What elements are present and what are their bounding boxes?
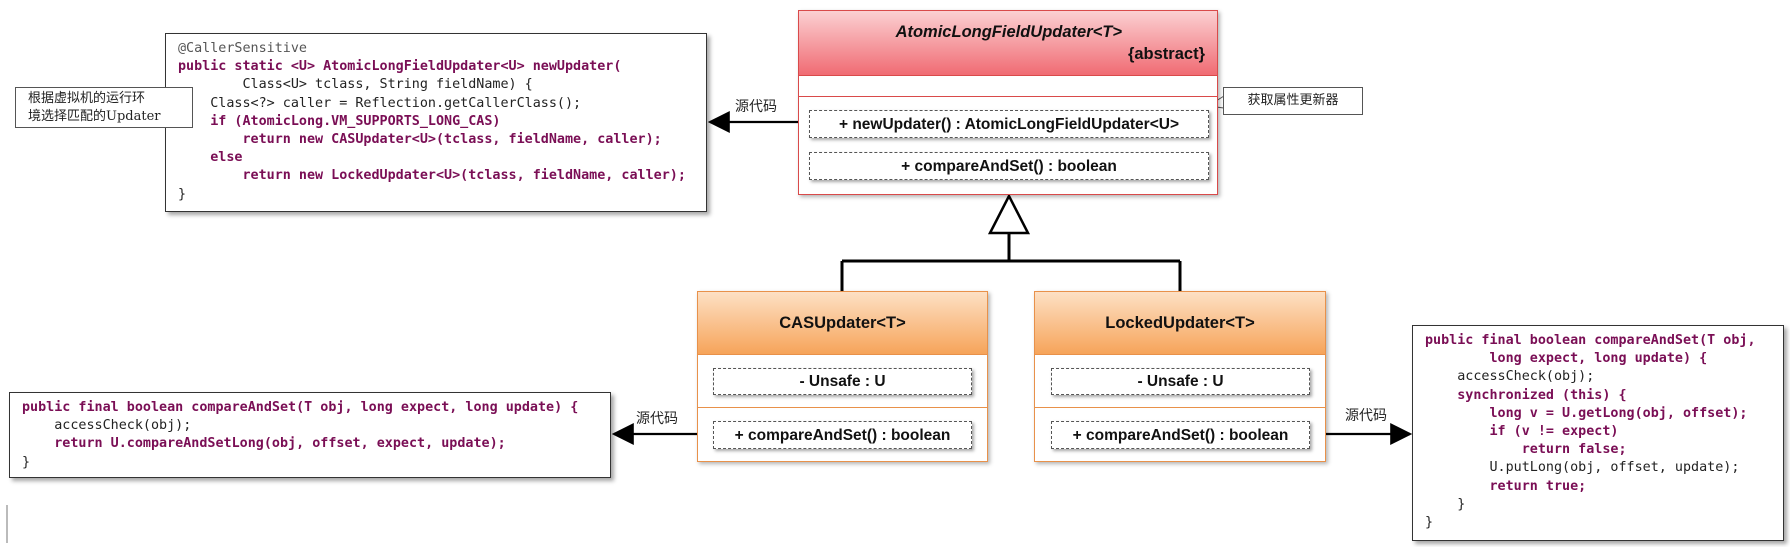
source-code-label: 源代码 [636,411,678,427]
code-line: U.putLong(obj, offset, update); [1425,460,1740,476]
methods-section: + compareAndSet() : boolean [698,407,987,463]
class-name: CASUpdater<T> [779,314,906,332]
code-line: Class<?> caller = Reflection.getCallerCl… [178,95,582,111]
code-line: return U.compareAndSetLong(obj, offset, … [22,436,506,452]
code-line: public final boolean compareAndSet(T obj… [22,400,579,415]
code-box-newUpdater: @CallerSensitive public static <U> Atomi… [165,33,707,212]
class-stereotype: {abstract} [1127,45,1205,63]
fields-section: - Unsafe : U [1035,355,1325,407]
class-name: AtomicLongFieldUpdater<T> [895,23,1122,41]
class-name: LockedUpdater<T> [1105,314,1255,332]
code-line: if (v != expect) [1425,423,1619,439]
method-compareAndSet[interactable]: + compareAndSet() : boolean [1051,421,1310,449]
class-atomic-long-field-updater[interactable]: AtomicLongFieldUpdater<T> {abstract} + n… [798,10,1218,195]
class-locked-updater[interactable]: LockedUpdater<T> - Unsafe : U + compareA… [1034,291,1326,462]
code-line: public static <U> AtomicLongFieldUpdater… [178,59,622,75]
code-box-locked-compareAndSet: public final boolean compareAndSet(T obj… [1412,325,1784,541]
code-line: Class<U> tclass, String fieldName) { [178,77,533,93]
method-newUpdater[interactable]: + newUpdater() : AtomicLongFieldUpdater<… [809,110,1209,138]
fields-section: - Unsafe : U [698,355,987,407]
class-header: LockedUpdater<T> [1035,292,1325,355]
field-unsafe[interactable]: - Unsafe : U [1051,368,1310,395]
attributes-section [799,76,1217,96]
code-line: long v = U.getLong(obj, offset); [1425,405,1748,421]
method-compareAndSet[interactable]: + compareAndSet() : boolean [809,152,1209,180]
code-line: return new CASUpdater<U>(tclass, fieldNa… [178,131,662,147]
methods-section: + compareAndSet() : boolean [1035,407,1325,463]
code-line: return false; [1425,442,1627,458]
code-line: long expect, long update) { [1425,351,1708,367]
code-line: accessCheck(obj); [22,418,192,434]
code-line: if (AtomicLong.VM_SUPPORTS_LONG_CAS) [178,113,501,129]
inheritance-triangle [987,193,1031,235]
callout-line: 根据虚拟机的运行环 [28,91,146,106]
methods-section: + newUpdater() : AtomicLongFieldUpdater<… [799,96,1217,195]
code-line: public final boolean compareAndSet(T obj… [1425,333,1756,348]
code-line: @CallerSensitive [178,41,307,56]
source-code-label: 源代码 [735,99,777,115]
class-header: CASUpdater<T> [698,292,987,355]
callout-get-updater: 获取属性更新器 [1223,87,1363,115]
source-code-label: 源代码 [1345,408,1387,424]
code-box-cas-compareAndSet: public final boolean compareAndSet(T obj… [9,392,611,478]
field-unsafe[interactable]: - Unsafe : U [713,368,972,395]
class-header: AtomicLongFieldUpdater<T> {abstract} [799,11,1217,76]
code-line: } [1425,496,1466,512]
code-line: } [22,454,31,470]
code-line: return new LockedUpdater<U>(tclass, fiel… [178,168,686,184]
class-cas-updater[interactable]: CASUpdater<T> - Unsafe : U + compareAndS… [697,291,988,462]
code-line: synchronized (this) { [1425,387,1627,403]
callout-select-updater: 根据虚拟机的运行环 境选择匹配的Updater [15,87,193,128]
code-line: return true; [1425,478,1587,494]
code-line: } [1425,514,1434,530]
callout-line: 境选择匹配的Updater [28,109,161,124]
code-line: else [178,150,243,166]
code-line: } [178,186,187,202]
code-line: accessCheck(obj); [1425,369,1595,385]
method-compareAndSet[interactable]: + compareAndSet() : boolean [713,421,972,449]
